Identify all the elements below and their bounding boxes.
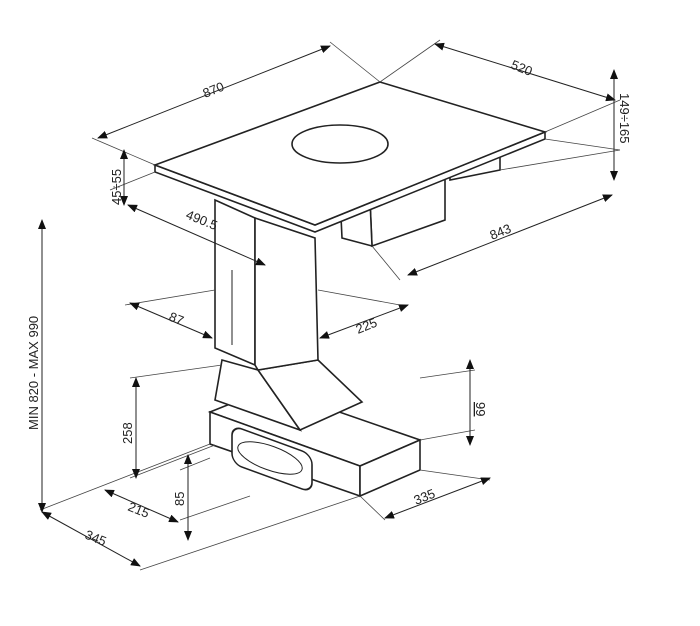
dim-hood-height: 258 xyxy=(120,422,135,444)
hood xyxy=(214,358,364,432)
dim-base-width: 345 xyxy=(83,527,109,549)
dim-total-height: MIN 820 - MAX 990 xyxy=(26,316,41,430)
dim-outlet-width: 215 xyxy=(126,499,152,521)
dim-cutout-length: 843 xyxy=(488,221,514,243)
cooking-zone xyxy=(291,124,389,164)
dimension-lines xyxy=(38,42,618,567)
dim-column-depth: 225 xyxy=(354,315,380,337)
dim-hob-thickness: 45÷55 xyxy=(109,169,124,205)
dim-cutout-height: 149÷165 xyxy=(617,93,632,144)
dim-base-height: 99 xyxy=(473,402,488,416)
dim-hob-depth: 520 xyxy=(509,57,535,79)
dim-base-depth: 335 xyxy=(412,486,438,508)
dim-column-width: 87 xyxy=(167,309,186,328)
dim-outlet-height: 85 xyxy=(172,492,187,506)
dim-hob-width: 870 xyxy=(201,79,227,101)
hob xyxy=(152,81,548,233)
